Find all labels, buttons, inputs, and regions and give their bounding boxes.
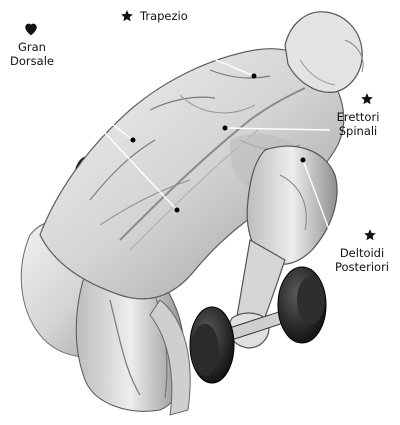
star-icon [360,92,374,106]
heart-icon [23,22,39,36]
label-erettori-line1: Erettori [328,110,388,124]
dot-gran-dorsale-2 [175,208,180,213]
dot-erettori [223,126,228,131]
dot-gran-dorsale-1 [131,138,136,143]
label-trapezio: Trapezio [140,9,188,23]
star-icon [120,9,134,23]
label-gran-dorsale: Gran Dorsale [8,40,56,68]
dot-deltoidi [301,158,306,163]
label-erettori-line2: Spinali [328,124,388,138]
label-deltoidi-posteriori: Deltoidi Posteriori [326,246,398,274]
dot-trapezio [252,74,257,79]
label-deltoidi-line1: Deltoidi [326,246,398,260]
label-erettori-spinali: Erettori Spinali [328,110,388,138]
star-icon [363,228,377,242]
label-gran-dorsale-line1: Gran [8,40,56,54]
label-deltoidi-line2: Posteriori [326,260,398,274]
leader-gran-dorsale-1 [60,85,133,140]
label-gran-dorsale-line2: Dorsale [8,54,56,68]
